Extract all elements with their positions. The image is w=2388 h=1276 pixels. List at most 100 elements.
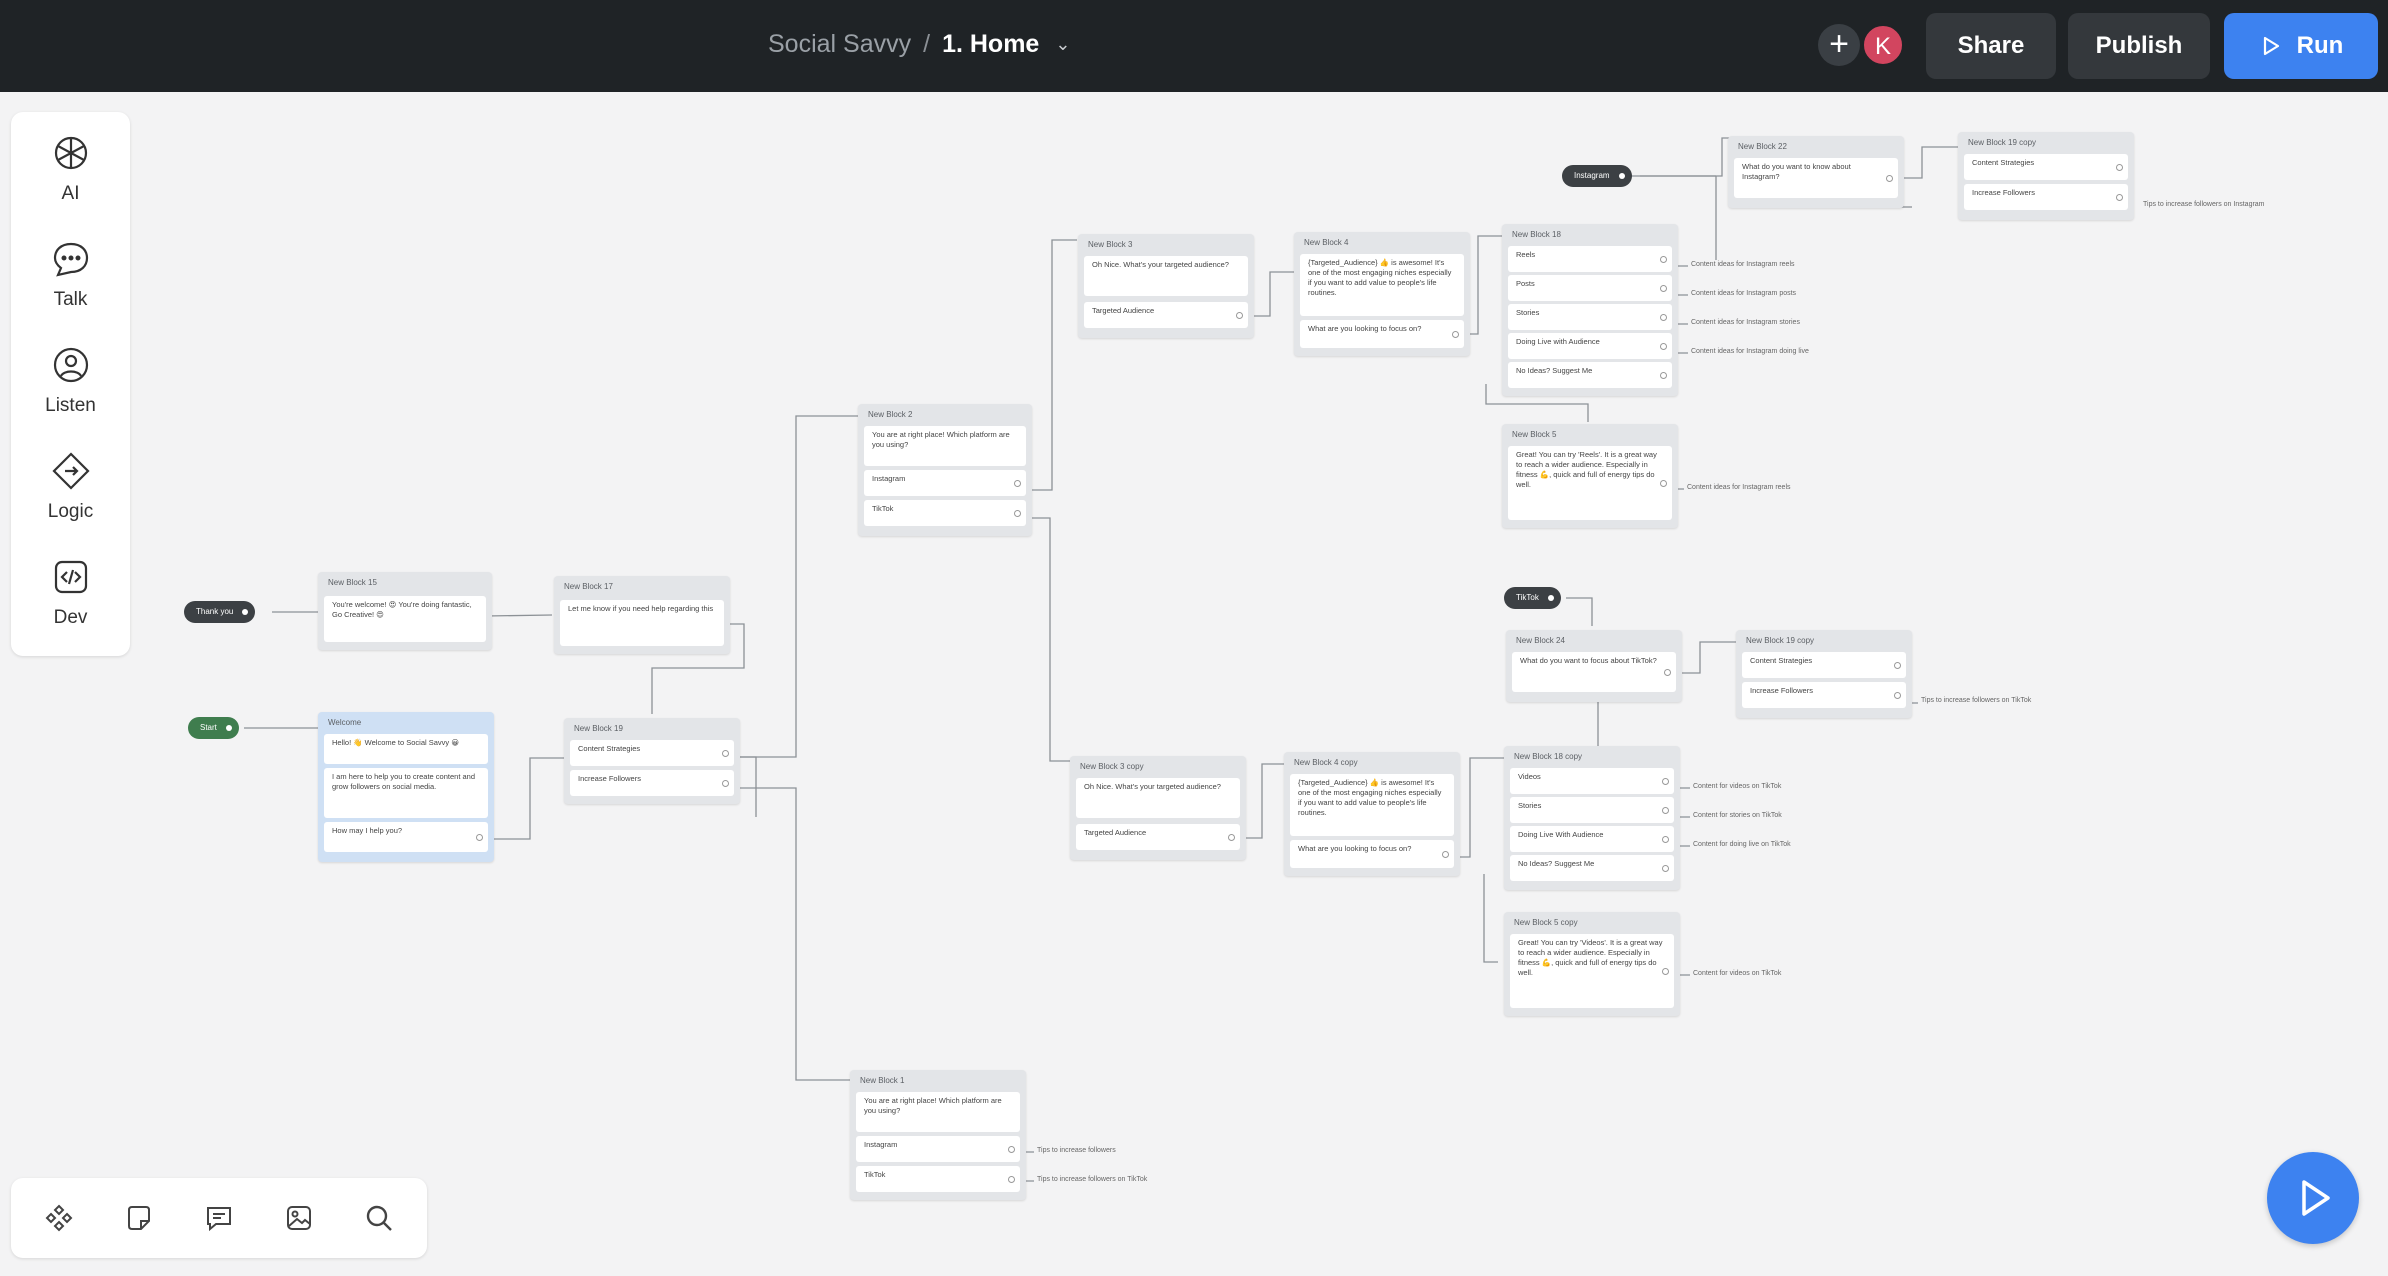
instagram-intent-tag[interactable]: Instagram: [1562, 165, 1632, 187]
connection-note[interactable]: Content ideas for Instagram posts: [1688, 289, 1800, 298]
block-24[interactable]: New Block 24 What do you want to focus a…: [1506, 630, 1682, 702]
block-4-copy[interactable]: New Block 4 copy {Targeted_Audience} 👍 i…: [1284, 752, 1460, 876]
breadcrumb: Social Savvy / 1. Home ⌄: [768, 30, 1070, 59]
choice-card[interactable]: Content Strategies: [570, 740, 734, 766]
connection-note[interactable]: Tips to increase followers on TikTok: [1034, 1175, 1151, 1184]
message-card[interactable]: You are at right place! Which platform a…: [856, 1092, 1020, 1132]
block-2[interactable]: New Block 2 You are at right place! Whic…: [858, 404, 1032, 536]
choice-card[interactable]: No Ideas? Suggest Me: [1510, 855, 1674, 881]
question-card[interactable]: How may I help you?: [324, 822, 488, 852]
choice-card[interactable]: TikTok: [864, 500, 1026, 526]
card-text: Targeted Audience: [1092, 306, 1155, 315]
block-title: New Block 22: [1738, 142, 1787, 151]
connection-note[interactable]: Tips to increase followers: [1034, 1146, 1119, 1155]
connection-note[interactable]: Content for videos on TikTok: [1690, 969, 1785, 978]
thank-you-intent-tag[interactable]: Thank you: [184, 601, 256, 623]
message-card[interactable]: I am here to help you to create content …: [324, 768, 488, 818]
message-card[interactable]: Great! You can try 'Videos'. It is a gre…: [1510, 934, 1674, 1008]
message-card[interactable]: Let me know if you need help regarding t…: [560, 600, 724, 646]
rail-item-talk[interactable]: Talk: [11, 238, 130, 311]
block-5[interactable]: New Block 5 Great! You can try 'Reels'. …: [1502, 424, 1678, 528]
run-button[interactable]: Run: [2224, 13, 2378, 79]
block-19-copy-instagram[interactable]: New Block 19 copy Content Strategies Inc…: [1958, 132, 2134, 220]
question-card[interactable]: What are you looking to focus on?: [1300, 320, 1464, 348]
connection-note[interactable]: Tips to increase followers on Instagram: [2140, 200, 2268, 209]
block-title: New Block 4: [1304, 238, 1349, 247]
block-15[interactable]: New Block 15 You're welcome! 😍 You're do…: [318, 572, 492, 650]
choice-card[interactable]: Content Strategies: [1742, 652, 1906, 678]
block-18-copy[interactable]: New Block 18 copy Videos Stories Doing L…: [1504, 746, 1680, 890]
choice-card[interactable]: No Ideas? Suggest Me: [1508, 362, 1672, 388]
chevron-down-icon[interactable]: ⌄: [1055, 34, 1071, 54]
question-card[interactable]: What are you looking to focus on?: [1290, 840, 1454, 868]
choice-card[interactable]: Posts: [1508, 275, 1672, 301]
connection-note[interactable]: Content for doing live on TikTok: [1690, 840, 1794, 849]
message-card[interactable]: You are at right place! Which platform a…: [864, 426, 1026, 466]
capture-card[interactable]: Targeted Audience: [1076, 824, 1240, 850]
connection-note[interactable]: Content ideas for Instagram stories: [1688, 318, 1803, 327]
welcome-block[interactable]: Welcome Hello! 👋 Welcome to Social Savvy…: [318, 712, 494, 862]
connection-note[interactable]: Content for videos on TikTok: [1690, 782, 1785, 791]
components-icon[interactable]: [43, 1202, 75, 1234]
connection-note[interactable]: Content ideas for Instagram reels: [1684, 483, 1794, 492]
run-test-fab[interactable]: [2267, 1152, 2359, 1244]
choice-card[interactable]: Stories: [1510, 797, 1674, 823]
card-text: Instagram: [872, 474, 906, 483]
flow-canvas[interactable]: Thank you Start Instagram TikTok New Blo…: [0, 92, 2388, 1276]
question-card[interactable]: What do you want to know about Instagram…: [1734, 158, 1898, 198]
avatar[interactable]: K: [1862, 24, 1904, 66]
message-card[interactable]: Oh Nice. What's your targeted audience?: [1076, 778, 1240, 818]
choice-card[interactable]: Doing Live with Audience: [1508, 333, 1672, 359]
rail-item-ai[interactable]: AI: [11, 132, 130, 205]
choice-card[interactable]: Instagram: [856, 1136, 1020, 1162]
choice-card[interactable]: TikTok: [856, 1166, 1020, 1192]
comment-icon[interactable]: [203, 1202, 235, 1234]
block-18[interactable]: New Block 18 Reels Posts Stories Doing L…: [1502, 224, 1678, 396]
message-card[interactable]: Hello! 👋 Welcome to Social Savvy 😀: [324, 734, 488, 764]
block-5-copy[interactable]: New Block 5 copy Great! You can try 'Vid…: [1504, 912, 1680, 1016]
capture-card[interactable]: Targeted Audience: [1084, 302, 1248, 328]
block-3-copy[interactable]: New Block 3 copy Oh Nice. What's your ta…: [1070, 756, 1246, 860]
block-19[interactable]: New Block 19 Content Strategies Increase…: [564, 718, 740, 804]
choice-card[interactable]: Instagram: [864, 470, 1026, 496]
connection-note[interactable]: Content ideas for Instagram doing live: [1688, 347, 1812, 356]
block-title: New Block 24: [1516, 636, 1565, 645]
block-1[interactable]: New Block 1 You are at right place! Whic…: [850, 1070, 1026, 1200]
message-card[interactable]: Oh Nice. What's your targeted audience?: [1084, 256, 1248, 296]
add-collaborator-button[interactable]: +: [1818, 24, 1860, 66]
note-icon[interactable]: [123, 1202, 155, 1234]
block-19-copy-tiktok[interactable]: New Block 19 copy Content Strategies Inc…: [1736, 630, 1912, 718]
rail-item-logic[interactable]: Logic: [11, 450, 130, 523]
project-name[interactable]: Social Savvy: [768, 30, 912, 58]
publish-button[interactable]: Publish: [2068, 13, 2210, 79]
choice-card[interactable]: Videos: [1510, 768, 1674, 794]
block-22[interactable]: New Block 22 What do you want to know ab…: [1728, 136, 1904, 208]
message-card[interactable]: {Targeted_Audience} 👍 is awesome! It's o…: [1290, 774, 1454, 836]
message-card[interactable]: Great! You can try 'Reels'. It is a grea…: [1508, 446, 1672, 520]
rail-item-listen[interactable]: Listen: [11, 344, 130, 417]
choice-card[interactable]: Reels: [1508, 246, 1672, 272]
connection-note[interactable]: Tips to increase followers on TikTok: [1918, 696, 2035, 705]
connection-note[interactable]: Content for stories on TikTok: [1690, 811, 1785, 820]
start-tag[interactable]: Start: [188, 717, 239, 739]
message-card[interactable]: You're welcome! 😍 You're doing fantastic…: [324, 596, 486, 642]
choice-card[interactable]: Content Strategies: [1964, 154, 2128, 180]
choice-card[interactable]: Stories: [1508, 304, 1672, 330]
share-button[interactable]: Share: [1926, 13, 2056, 79]
block-17[interactable]: New Block 17 Let me know if you need hel…: [554, 576, 730, 654]
choice-card[interactable]: Increase Followers: [1742, 682, 1906, 708]
block-4[interactable]: New Block 4 {Targeted_Audience} 👍 is awe…: [1294, 232, 1470, 356]
rail-label-dev: Dev: [53, 607, 88, 628]
connection-note[interactable]: Content ideas for Instagram reels: [1688, 260, 1798, 269]
page-name[interactable]: 1. Home: [942, 30, 1040, 58]
choice-card[interactable]: Increase Followers: [570, 770, 734, 796]
tiktok-intent-tag[interactable]: TikTok: [1504, 587, 1561, 609]
choice-card[interactable]: Doing Live With Audience: [1510, 826, 1674, 852]
image-icon[interactable]: [283, 1202, 315, 1234]
choice-card[interactable]: Increase Followers: [1964, 184, 2128, 210]
search-icon[interactable]: [363, 1202, 395, 1234]
block-3[interactable]: New Block 3 Oh Nice. What's your targete…: [1078, 234, 1254, 338]
rail-item-dev[interactable]: Dev: [11, 556, 130, 629]
message-card[interactable]: {Targeted_Audience} 👍 is awesome! It's o…: [1300, 254, 1464, 316]
question-card[interactable]: What do you want to focus about TikTok?: [1512, 652, 1676, 692]
